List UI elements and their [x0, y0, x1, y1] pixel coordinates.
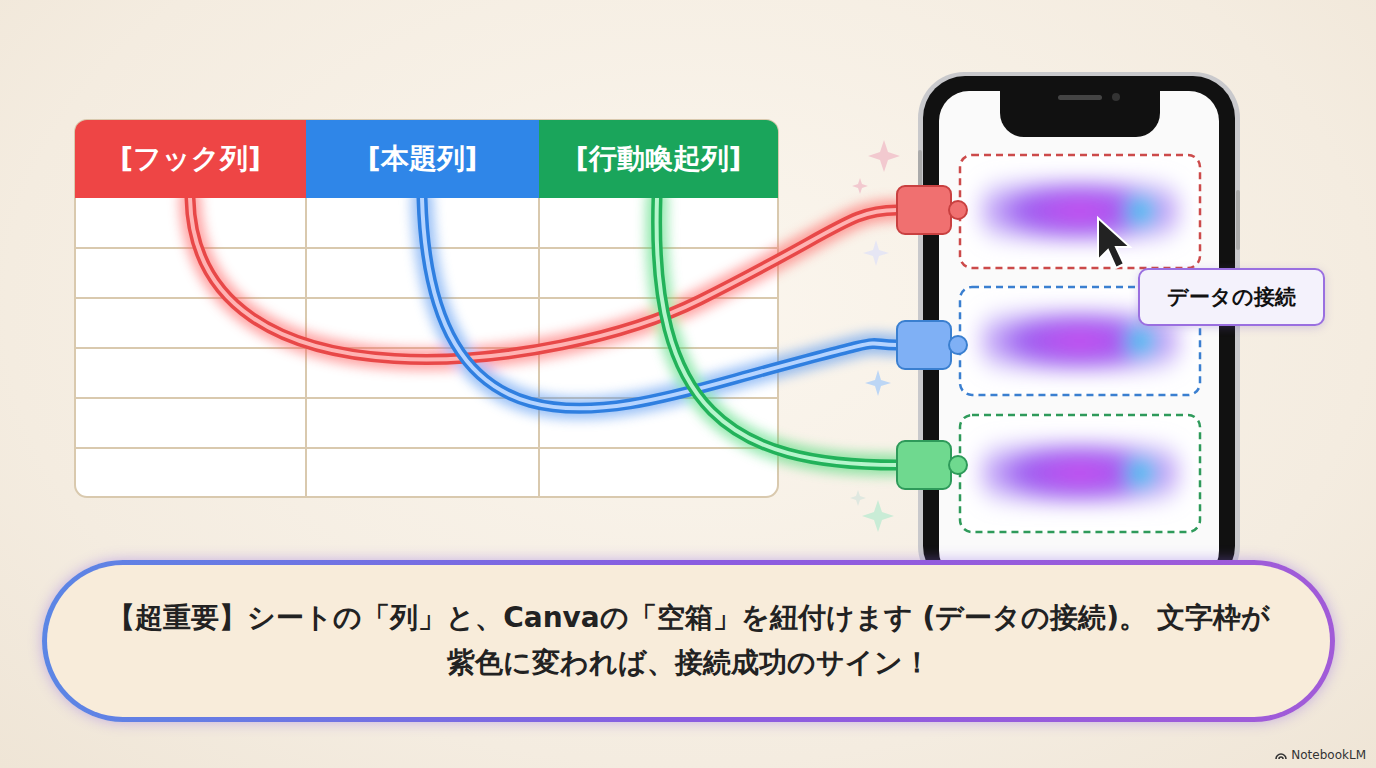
column-header-text: [本題列] [368, 140, 478, 178]
text-frames [960, 155, 1200, 532]
caption: 【超重要】シートの「列」と、Canvaの「空箱」を紐付けます (データの接続)。… [97, 596, 1280, 686]
caption-ground: 【超重要】シートの「列」と、Canvaの「空箱」を紐付けます (データの接続)。… [47, 565, 1330, 717]
column-header: [本題列] [306, 120, 539, 198]
watermark: NotebookLM [1275, 748, 1366, 762]
data-cables [190, 198, 897, 465]
column-header: [行動喚起列] [539, 120, 778, 198]
column-header-text: [フック列] [120, 140, 261, 178]
tooltip: データの接続 [1138, 268, 1325, 326]
column-header-text: [行動喚起列] [576, 140, 742, 178]
tooltip-text: データの接続 [1167, 283, 1296, 311]
sparkles [850, 140, 900, 532]
caption-pill: 【超重要】シートの「列」と、Canvaの「空箱」を紐付けます (データの接続)。… [42, 560, 1335, 722]
watermark-icon [1275, 750, 1287, 760]
column-header: [フック列] [75, 120, 306, 198]
smartphone [918, 72, 1240, 592]
plug-pieces [897, 186, 967, 489]
mouse-cursor [1098, 218, 1130, 268]
